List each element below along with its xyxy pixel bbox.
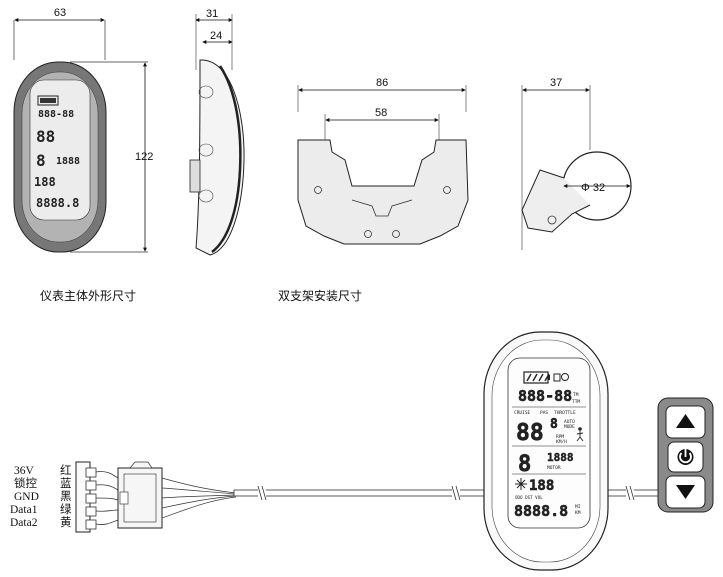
- dim-label-58: 58: [375, 107, 387, 119]
- remote-control: [657, 397, 714, 513]
- lcd-speed-digits: 88: [516, 420, 544, 446]
- light-icon: [553, 373, 561, 382]
- small-seg-side: 188: [34, 175, 56, 189]
- wire-color-red: 红: [60, 464, 72, 477]
- small-seg-gear: 8: [36, 151, 46, 170]
- lcd-pas: PAS: [540, 410, 548, 416]
- display-screen: [29, 79, 91, 221]
- triangle-up-icon: [676, 414, 695, 428]
- triangle-down-icon: [676, 485, 695, 499]
- dim-label-122: 122: [135, 151, 153, 163]
- wire-signal-data2: Data2: [10, 517, 38, 529]
- small-seg-top: 888-88: [38, 109, 74, 120]
- wire-color-yellow: 黄: [60, 515, 72, 529]
- dim-label-63: 63: [54, 7, 66, 19]
- front-view-display: 63 122 888-88 88 8 1888 188 8888.8: [13, 7, 153, 253]
- wire-signal-gnd: GND: [14, 491, 39, 503]
- bracket-view: 86 58: [297, 77, 469, 245]
- small-seg-odo: 8888.8: [36, 196, 79, 210]
- lcd-throttle: THROTTLE: [554, 410, 576, 416]
- small-seg-mid: 1888: [56, 156, 80, 167]
- lcd-motor: MOTOR: [547, 465, 561, 471]
- caption-main-body: 仪表主体外形尺寸: [40, 289, 137, 303]
- wire-color-green: 绿: [60, 502, 72, 516]
- side-view: 31 24: [189, 8, 245, 256]
- lcd-kmh: KM/H: [556, 439, 567, 445]
- lcd-top-digits: 888-88: [518, 387, 572, 405]
- wire-signal-data1: Data1: [10, 504, 38, 516]
- small-seg-speed: 88: [36, 127, 55, 146]
- main-cable: [233, 489, 491, 497]
- large-display-screen: [507, 357, 591, 529]
- lcd-mid-digits: 1888: [547, 451, 574, 464]
- battery-icon: [37, 95, 59, 106]
- lcd-tm: TM: [573, 392, 579, 398]
- lcd-mi: MI: [575, 504, 581, 510]
- clamp-view: 37 Φ 32: [521, 77, 632, 250]
- dim-label-37: 37: [550, 77, 562, 89]
- lcd-km: KM: [575, 510, 581, 516]
- lcd-odo-dst-vol: ODO DST VOL: [515, 495, 543, 500]
- lcd-odo-digits: 8888.8: [514, 502, 568, 520]
- wire-harness: 36V 锁控 GND Data1 Data2 红 蓝 黑 绿 黄: [10, 461, 661, 533]
- dim-label-86: 86: [376, 77, 388, 89]
- lcd-gear-digit: 8: [518, 452, 531, 477]
- walk-icon: [578, 427, 582, 431]
- lcd-mode: MODE: [564, 424, 575, 430]
- dim-label-24: 24: [210, 30, 222, 42]
- lcd-auto: AUTO: [564, 419, 575, 425]
- wire-signal-36v: 36V: [14, 465, 35, 477]
- lcd-rpm: RPM: [556, 434, 564, 440]
- large-display: 888-88 TM TTM CRUISE PAS THROTTLE 88 8 A…: [483, 331, 609, 571]
- lcd-cruise: CRUISE: [514, 410, 531, 416]
- wire-signal-lock: 锁控: [14, 476, 37, 490]
- caption-bracket: 双支架安装尺寸: [278, 289, 363, 303]
- wire-color-blue: 蓝: [60, 477, 72, 490]
- lcd-ttm: TTM: [572, 399, 580, 405]
- lcd-pas-digit: 8: [550, 417, 558, 432]
- wire-color-black: 黑: [60, 490, 72, 503]
- dim-label-31: 31: [206, 8, 218, 20]
- lcd-side-digits: 188: [529, 478, 554, 494]
- sun-icon: [515, 478, 527, 490]
- dim-label-diameter: Φ 32: [581, 182, 605, 194]
